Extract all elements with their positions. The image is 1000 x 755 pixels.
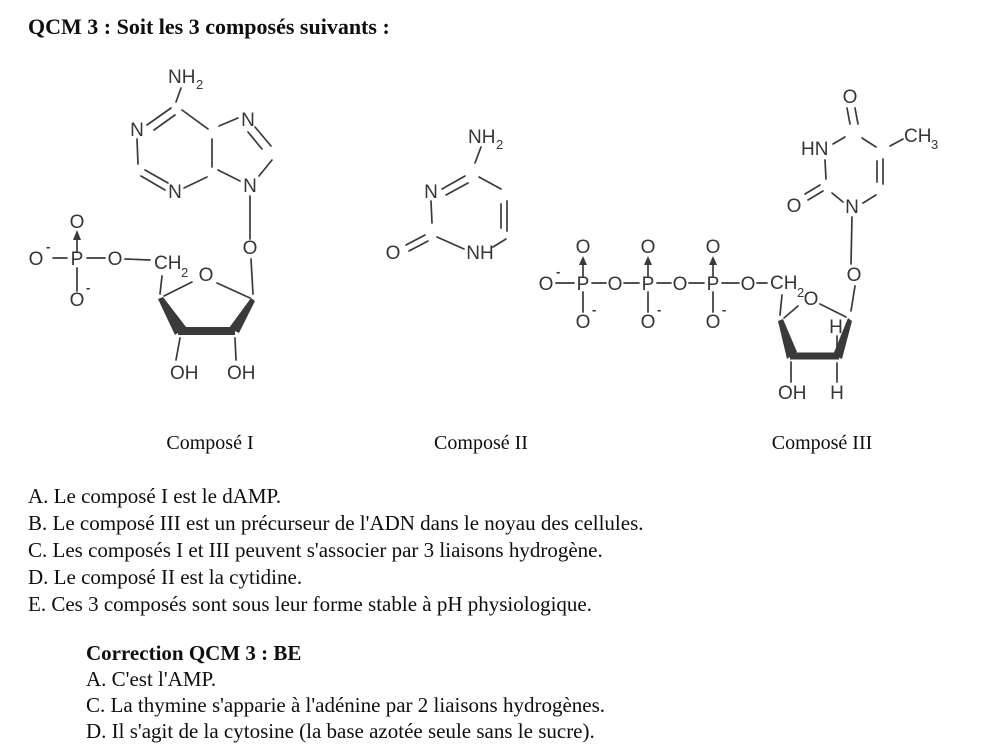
atom-label-p-gamma: P	[707, 274, 720, 295]
atom-label-ch2: CH	[770, 273, 797, 294]
atom-label-oh-3prime: OH	[170, 363, 199, 384]
compound-2-caption: Composé II	[434, 432, 528, 454]
atom-label-glycosidic-o: O	[243, 238, 258, 259]
charge-minus: -	[592, 302, 596, 317]
atom-label-o-minus-left: O	[29, 249, 44, 270]
atom-label-phosphoryl-o: O	[641, 237, 656, 258]
atom-label-p-alpha: P	[577, 274, 590, 295]
option-e: E. Ces 3 composés sont sous leur forme s…	[28, 592, 593, 616]
atom-label-amine-sub: 2	[196, 77, 203, 92]
atom-label-n7: N	[241, 110, 255, 131]
atom-label-bridge-o: O	[673, 274, 688, 295]
atom-label-amine-sub: 2	[496, 137, 503, 152]
option-c: C. Les composés I et III peuvent s'assoc…	[28, 538, 603, 562]
atom-label-n3: N	[168, 182, 182, 203]
correction-line-c: C. La thymine s'apparie à l'adénine par …	[86, 693, 606, 717]
wedge-bond	[158, 297, 186, 335]
compound-2-bonds	[405, 146, 508, 252]
compound-1-caption: Composé I	[166, 432, 254, 454]
compound-3-atom-labels: O HN CH 3 O N O O - P O P O P O O O O O …	[539, 87, 939, 404]
atom-label-ch2-sub: 2	[181, 265, 188, 280]
charge-minus: -	[46, 239, 50, 254]
compound-1-bonds	[52, 87, 273, 361]
correction-line-d: D. Il s'agit de la cytosine (la base azo…	[86, 719, 595, 743]
atom-label-h-2prime-up: H	[829, 317, 843, 338]
wedge-bond	[778, 319, 797, 359]
dative-bond-arrowhead	[644, 256, 652, 265]
atom-label-carbonyl-o: O	[386, 243, 401, 264]
atom-label-carbonyl-o-top: O	[843, 87, 858, 108]
atom-label-ester-o: O	[741, 274, 756, 295]
correction-block: Correction QCM 3 : BE A. C'est l'AMP. C.…	[86, 640, 605, 744]
question-title: QCM 3 : Soit les 3 composés suivants :	[28, 14, 390, 39]
atom-label-bridge-o: O	[108, 249, 123, 270]
charge-minus: -	[556, 264, 560, 279]
option-d: D. Le composé II est la cytidine.	[28, 565, 303, 589]
atom-label-oh-2prime: OH	[227, 363, 256, 384]
charge-minus: -	[86, 280, 90, 295]
compound-3-caption: Composé III	[771, 432, 873, 454]
atom-label-o-minus: O	[576, 312, 591, 333]
atom-label-oh-3prime: OH	[778, 383, 807, 404]
atom-label-o-minus-bottom: O	[70, 290, 85, 311]
atom-label-methyl: CH	[904, 126, 931, 147]
atom-label-n9: N	[243, 176, 257, 197]
compound-3-structure-dttp: O HN CH 3 O N O O - P O P O P O O O O O …	[539, 87, 939, 404]
atom-label-bridge-o: O	[608, 274, 623, 295]
wedge-bond	[229, 298, 255, 333]
compound-2-structure-cytosine: NH 2 N NH O	[386, 127, 508, 264]
compound-2-atom-labels: NH 2 N NH O	[386, 127, 504, 264]
correction-line-a: A. C'est l'AMP.	[86, 667, 217, 691]
compound-3-bonds	[555, 107, 904, 383]
correction-title: Correction QCM 3 : BE	[86, 641, 302, 665]
charge-minus: -	[657, 302, 661, 317]
atom-label-n1: N	[845, 197, 859, 218]
atom-label-ring-o: O	[199, 265, 214, 286]
option-b: B. Le composé III est un précurseur de l…	[28, 511, 644, 535]
option-a: A. Le composé I est le dAMP.	[28, 484, 282, 508]
options-list: A. Le composé I est le dAMP. B. Le compo…	[28, 483, 644, 618]
atom-label-methyl-sub: 3	[931, 137, 938, 152]
atom-label-phosphoryl-o: O	[706, 237, 721, 258]
atom-label-h-2prime-down: H	[830, 383, 844, 404]
atom-label-p: P	[71, 249, 84, 270]
atom-label-phosphoryl-o: O	[576, 237, 591, 258]
atom-label-p-beta: P	[642, 274, 655, 295]
atom-label-n3: N	[424, 182, 438, 203]
compound-1-atom-labels: NH 2 N N N N O O O - P O O - CH 2 O OH O…	[29, 67, 258, 384]
atom-label-amine: NH	[168, 67, 195, 88]
atom-label-ch2: CH	[154, 253, 181, 274]
dative-bond-arrowhead	[709, 256, 717, 265]
compound-1-structure-amp: NH 2 N N N N O O O - P O O - CH 2 O OH O…	[29, 67, 273, 384]
atom-label-o-minus: O	[706, 312, 721, 333]
atom-label-n1h: NH	[466, 243, 493, 264]
atom-label-o-minus-left: O	[539, 274, 554, 295]
dative-bond-arrowhead	[73, 230, 81, 240]
atom-label-ch2-sub: 2	[797, 285, 804, 300]
atom-label-o-minus: O	[641, 312, 656, 333]
atom-label-n3h: HN	[801, 139, 828, 160]
atom-label-n1: N	[130, 120, 144, 141]
dative-bond-arrowhead	[579, 256, 587, 265]
atom-label-glycosidic-o: O	[847, 265, 862, 286]
atom-label-ring-o: O	[804, 289, 819, 310]
atom-label-amine: NH	[468, 127, 495, 148]
atom-label-carbonyl-o-left: O	[787, 196, 802, 217]
charge-minus: -	[722, 302, 726, 317]
atom-label-phosphoryl-o: O	[70, 212, 85, 233]
